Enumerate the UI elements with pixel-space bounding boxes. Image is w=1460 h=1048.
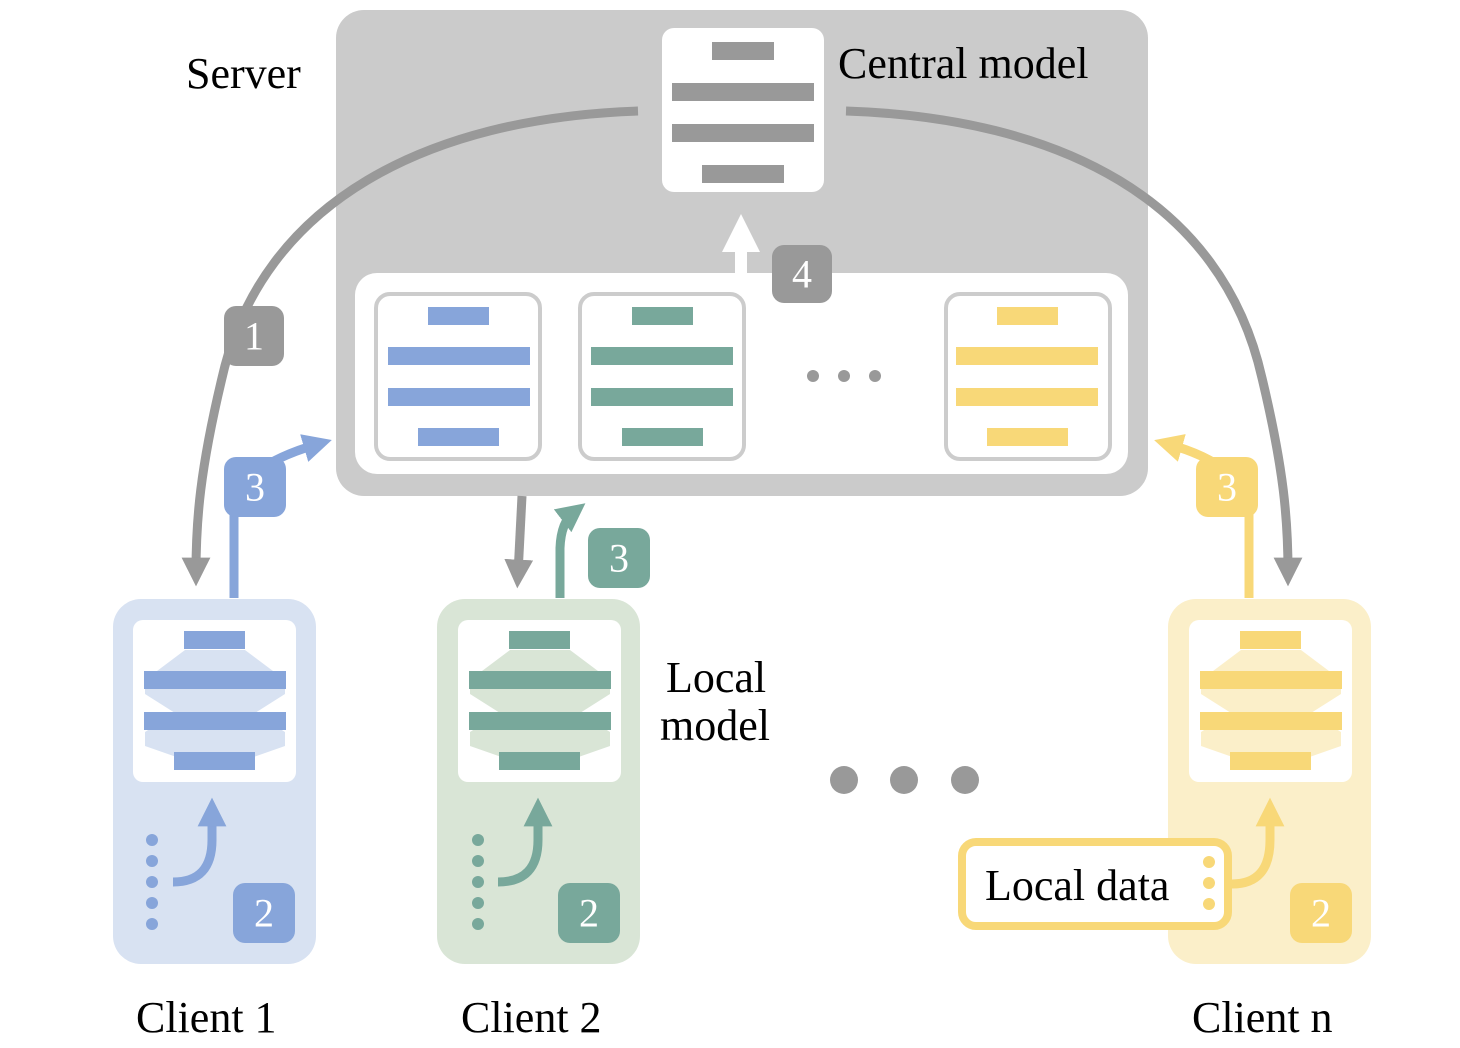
- server-label: Server: [186, 49, 301, 98]
- server-model-yellow: [944, 292, 1112, 461]
- client-n-train-arrow: [1231, 797, 1285, 889]
- client-1-box: [113, 599, 316, 964]
- upload-arrow-client-2: [553, 503, 586, 598]
- server-ellipsis: [807, 370, 881, 382]
- local-model-label-line2: model: [660, 701, 770, 750]
- step-2-text: 2: [579, 891, 599, 936]
- server-model-blue: [374, 292, 542, 461]
- step-badge-3-client-1: 3: [224, 457, 286, 517]
- step-2-text: 2: [254, 891, 274, 936]
- central-model-card: [662, 28, 824, 192]
- step-badge-3-client-2: 3: [588, 528, 650, 588]
- client-1-local-data-dots: [146, 834, 158, 930]
- step-badge-2-client-2: 2: [558, 883, 620, 943]
- local-data-label: Local data: [985, 861, 1169, 910]
- step-4-text: 4: [792, 252, 812, 297]
- step-badge-2-client-1: 2: [233, 883, 295, 943]
- step-2-text: 2: [1311, 891, 1331, 936]
- client-2-label: Client 2: [461, 993, 602, 1042]
- broadcast-arrow-client-2: [504, 495, 534, 589]
- local-model-label-line1: Local: [666, 653, 766, 702]
- client-1-train-arrow: [172, 797, 227, 887]
- client-2-local-data-dots: [472, 834, 484, 930]
- step-3-text: 3: [1217, 465, 1237, 510]
- step-3-text: 3: [245, 465, 265, 510]
- step-badge-1: 1: [224, 306, 284, 366]
- clients-ellipsis: [830, 766, 979, 794]
- step-badge-4: 4: [772, 245, 832, 303]
- client-n-label: Client n: [1192, 993, 1333, 1042]
- central-model-label: Central model: [838, 39, 1089, 88]
- step-badge-2-client-n: 2: [1290, 883, 1352, 943]
- step-1-text: 1: [244, 314, 264, 359]
- broadcast-arrow-client-n: [845, 106, 1303, 587]
- aggregate-arrow: [722, 214, 760, 276]
- server-model-green: [578, 292, 746, 461]
- client-2-box: [437, 599, 640, 964]
- client-1-label: Client 1: [136, 993, 277, 1042]
- broadcast-arrow-client-1: [181, 106, 639, 587]
- local-data-box: [958, 838, 1232, 930]
- client-2-train-arrow: [497, 797, 553, 887]
- step-badge-3-client-n: 3: [1196, 457, 1258, 517]
- step-3-text: 3: [609, 536, 629, 581]
